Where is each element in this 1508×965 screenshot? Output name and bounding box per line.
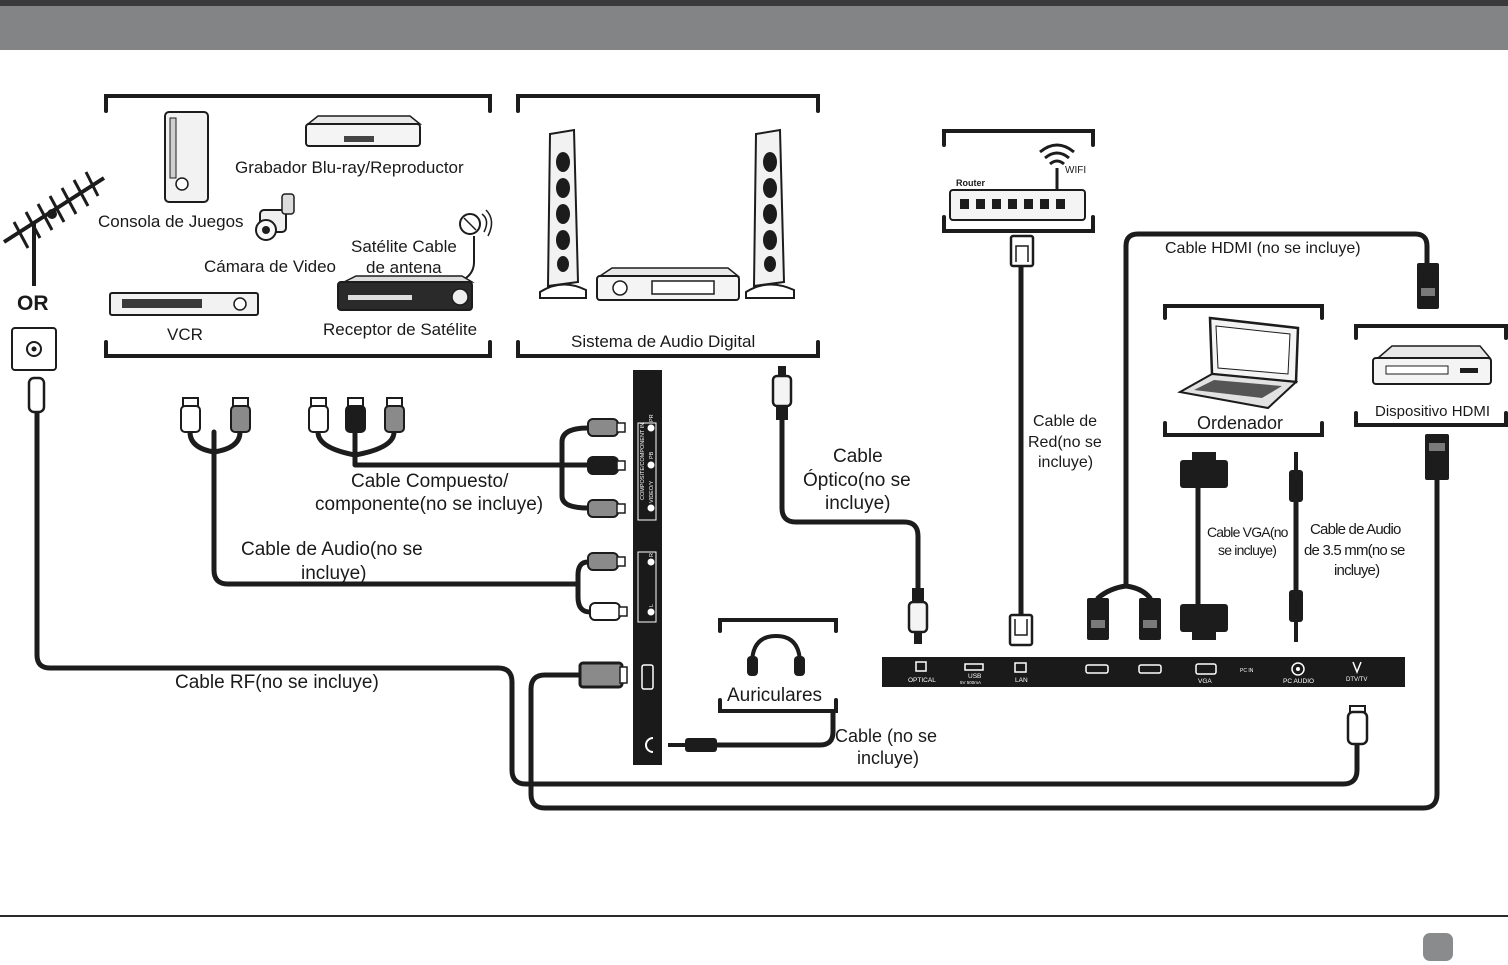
side-port-pb: PB [649,451,655,459]
lan-plug-bottom [1008,613,1034,647]
port-dtv: DTV/TV [1346,677,1367,683]
rf-plug-left [27,376,46,414]
satellite-receiver-icon [337,275,475,311]
hdmi-cable-label: Cable HDMI (no se incluye) [1165,240,1361,257]
computer-group [1163,304,1324,437]
router-group [942,129,1095,233]
hdmi-device-group [1354,324,1508,427]
side-port-pr: PR [649,414,655,422]
audio-cable-label-1: Cable de Audio(no se [241,539,423,560]
vga-plug-top [1180,452,1228,488]
bluray-label: Grabador Blu-ray/Reproductor [235,158,464,177]
hdmi-plug-device-top [1425,434,1449,480]
laptop-icon [1177,316,1300,410]
lan-plug-top [1009,234,1035,268]
satellite-receiver-label: Receptor de Satélite [323,320,477,339]
composite-cable-label-1: Cable Compuesto/ [351,471,509,492]
port-usb: USB [968,673,981,680]
audio35-cable-label-2: de 3.5 mm(no se [1304,542,1405,559]
headphone-cable-label-1: Cable (no se [835,726,937,746]
port-pc-audio: PC AUDIO [1283,678,1314,685]
side-port-video: VIDEO/Y [649,480,655,503]
hdmi-device-label: Dispositivo HDMI [1375,403,1490,420]
satellite-dish-icon [459,209,493,279]
optical-plug-bottom [907,588,929,644]
rf-plug-right [1346,705,1369,746]
audio35-plug-top [1289,452,1303,502]
audio35-cable-label-3: incluye) [1334,562,1380,579]
side-port-component: COMPOSITE/COMPONENT IN [640,423,646,500]
satellite-cable-label-1: Satélite Cable [351,237,457,256]
satellite-cable-label-2: de antena [366,258,442,277]
vcr-icon [109,292,259,316]
footer-divider [0,915,1508,917]
wifi-label: WIFI [1065,165,1086,176]
speaker-right-icon [745,128,795,299]
page-number-badge [1423,933,1453,961]
composite-rca-plugs [308,397,405,433]
cables [34,231,1440,811]
side-port-r: R [649,553,655,557]
audio-rca-plugs [180,397,251,433]
port-vga: VGA [1198,678,1212,685]
network-cable-label-3: incluye) [1038,454,1093,471]
vga-cable-label-1: Cable VGA(no [1207,524,1289,540]
hdmi-device-icon [1372,345,1492,385]
audio-cable-label-2: incluye) [301,563,366,584]
network-cable-label-1: Cable de [1033,413,1097,430]
game-console-label: Consola de Juegos [98,212,244,231]
optical-cable-label-2: Óptico(no se [803,469,911,491]
port-lan: LAN [1015,677,1028,684]
wifi-icon [1039,143,1075,166]
headphones-group [718,618,838,713]
rf-cable-label: Cable RF(no se incluye) [175,672,379,693]
hdmi-plug-computer-top [1417,263,1439,309]
bluray-icon [305,115,423,147]
side-port-l: L [649,604,655,607]
port-usb-rating: 5V 500mA [960,680,981,685]
speaker-left-icon [539,128,587,299]
audio-system-label: Sistema de Audio Digital [571,332,755,351]
camcorder-label: Cámara de Video [204,257,336,276]
source-devices-group [104,94,492,358]
computer-label: Ordenador [1197,413,1283,433]
audio35-cable-label-1: Cable de Audio [1310,521,1401,538]
network-cable-label-2: Red(no se [1028,434,1102,451]
audio35-plug-bottom [1289,590,1303,642]
optical-cable-label-3: incluye) [825,493,890,514]
port-pc-in: PC IN [1240,668,1254,674]
port-optical: OPTICAL [908,677,936,684]
optical-plug-top [771,366,793,420]
connection-diagram: OR Consola de Juegos Grabador Blu-ray/Re… [2,94,1508,811]
wall-outlet-icon [11,327,57,371]
tv-rear-panel [882,657,1405,687]
headphones-icon [747,633,805,676]
side-hdmi-plug [578,661,628,689]
headphones-label: Auriculares [727,685,822,706]
camcorder-icon [255,193,295,241]
optical-cable-label-1: Cable [833,446,883,467]
vga-cable-label-2: se incluye) [1218,542,1276,558]
vcr-label: VCR [167,325,203,344]
headphone-cable-label-2: incluye) [857,748,919,768]
antenna-icon [2,171,106,286]
tv-side-panel [633,370,662,765]
router-label: Router [956,178,985,188]
or-label: OR [17,292,49,315]
audio-receiver-icon [596,267,741,301]
header-bar [0,0,1508,50]
vga-plug-bottom [1180,604,1228,640]
router-icon [949,168,1086,221]
composite-cable-label-2: componente(no se incluye) [315,494,543,515]
side-rca-plugs [587,418,628,621]
headphone-jack-plug [668,738,717,752]
hdmi-plugs-bottom [1087,598,1161,640]
game-console-icon [164,111,209,203]
audio-system-group [516,94,820,358]
